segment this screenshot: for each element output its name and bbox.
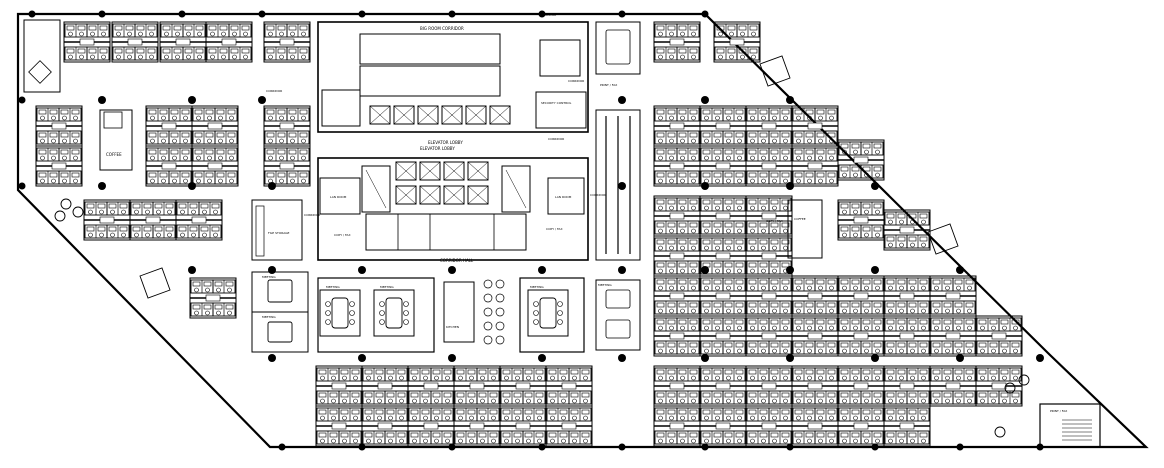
copy-fax-label-1: COPY / FAX	[334, 233, 351, 237]
corridor-label-5: CORRIDOR	[590, 193, 606, 197]
ne-meeting-room: PRINT / FAX	[595, 21, 641, 87]
corridor-label-4: CORRIDOR	[548, 137, 564, 141]
meeting-room-5	[527, 289, 569, 337]
copy-fax-label-3: COPY / FAX	[766, 219, 783, 223]
file-storage-room: FILE STORAGE	[251, 199, 303, 261]
workstations-south	[316, 366, 1022, 446]
workstations-east	[654, 22, 1022, 356]
coffee-area-east: COFFEE COPY / FAX	[766, 199, 823, 259]
meeting-rooms-south: MEETING MEETING MEETING MEETING MEETING …	[251, 271, 641, 353]
meeting-label-4: MEETING	[380, 285, 394, 289]
coffee-area-west: COFFEE	[99, 109, 133, 171]
workstations-northwest	[36, 22, 310, 318]
building-core-south: LAN ROOM LAN ROOM ELEVATOR LOBBY COPY / …	[317, 146, 589, 263]
meeting-room-4	[373, 289, 415, 337]
building-core: BIG ROOM CORRIDOR ELEVATOR LOBBY SECURIT…	[317, 21, 589, 145]
corridor-hall-label: CORRIDOR HALL	[440, 258, 474, 263]
meeting-label-5: MEETING	[530, 285, 544, 289]
meeting-label-2: MEETING	[262, 315, 276, 319]
nw-corner-office	[23, 19, 61, 93]
se-stair: PRINT / FAX	[1039, 403, 1101, 448]
meeting-label-1: MEETING	[262, 275, 276, 279]
copy-fax-label-2: COPY / FAX	[546, 227, 563, 231]
cafe-tables	[483, 279, 505, 345]
corridor-label-1: CORRIDOR	[266, 89, 282, 93]
big-room-corridor-label: BIG ROOM CORRIDOR	[420, 26, 464, 31]
elevator-lobby-label-2: ELEVATOR LOBBY	[420, 146, 455, 151]
corridor-label-2: CORRIDOR	[540, 13, 556, 17]
corridor-label-3: CORRIDOR	[568, 79, 584, 83]
coffee-label-east: COFFEE	[794, 217, 806, 221]
meeting-label-6: MEETING	[598, 283, 612, 287]
corridor-label-6: CORRIDOR	[304, 213, 320, 217]
security-label: SECURITY CONTROL	[541, 101, 572, 105]
file-storage-label: FILE STORAGE	[268, 231, 290, 235]
kitchen-label: KITCHEN	[446, 325, 459, 329]
lan-room-label-2: LAN ROOM	[555, 195, 572, 199]
lan-room-label-1: LAN ROOM	[330, 195, 347, 199]
angled-workstation-pods	[54, 55, 1030, 438]
structural-columns	[18, 10, 1044, 451]
print-fax-label: PRINT / FAX	[600, 83, 617, 87]
file-cabinets-east	[595, 109, 641, 261]
coffee-label-west: COFFEE	[106, 152, 122, 157]
print-fax-se-label: PRINT / FAX	[1050, 409, 1067, 413]
meeting-room-3	[319, 289, 361, 337]
meeting-label-3: MEETING	[326, 285, 340, 289]
elevator-lobby-label-1: ELEVATOR LOBBY	[428, 140, 463, 145]
